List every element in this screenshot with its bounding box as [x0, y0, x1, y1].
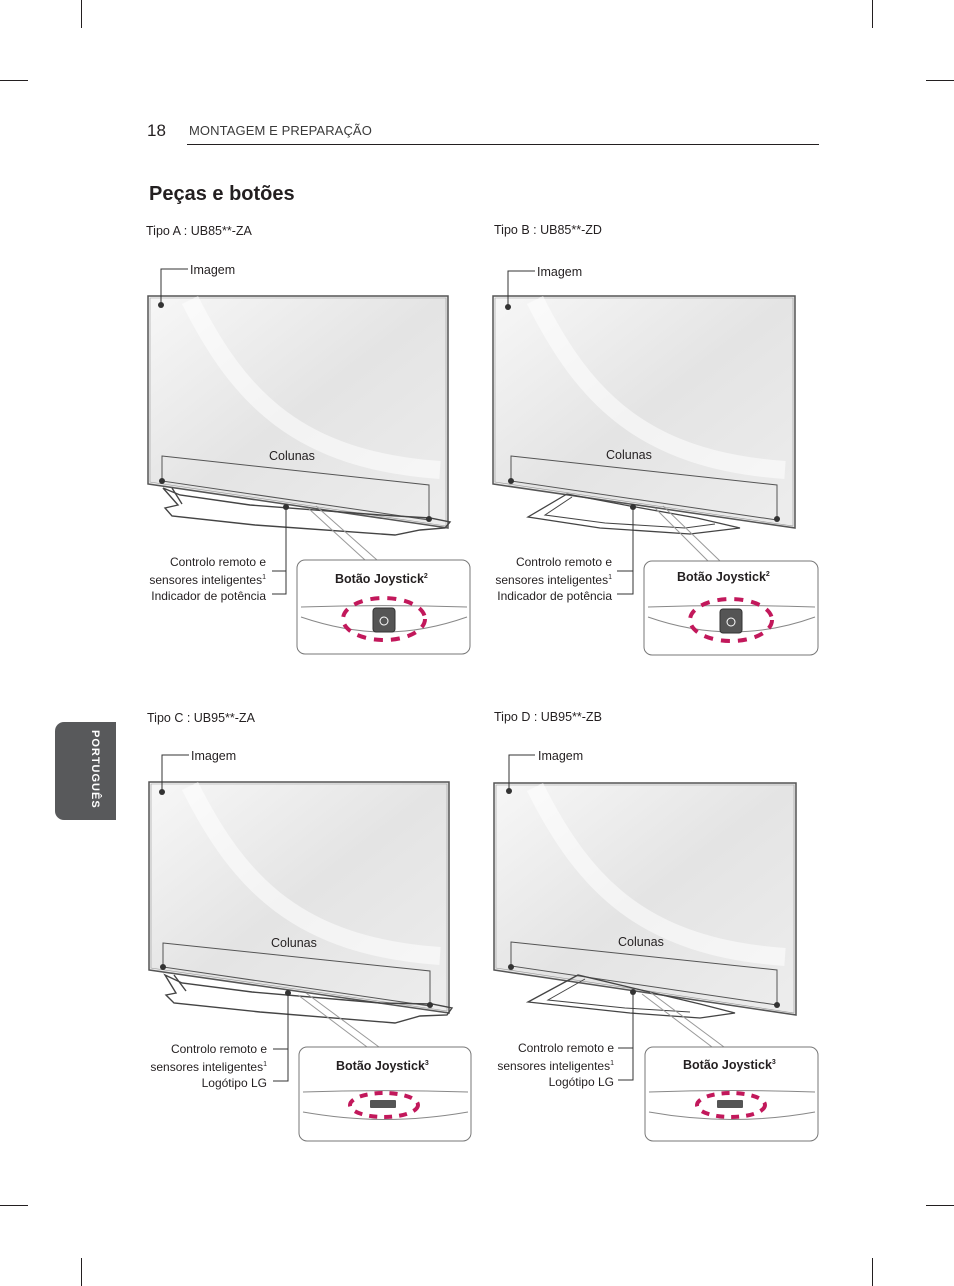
callout-a: Controlo remoto e sensores inteligentes1…	[149, 555, 266, 603]
joystick-label-a: Botão Joystick2	[335, 572, 428, 586]
type-label-c: Tipo C : UB95**-ZA	[147, 711, 255, 725]
speakers-label-c: Colunas	[271, 936, 317, 950]
crop-mark	[926, 80, 954, 81]
joystick-label-d: Botão Joystick3	[683, 1058, 776, 1072]
section-title: MONTAGEM E PREPARAÇÃO	[189, 123, 372, 138]
callout-b: Controlo remoto e sensores inteligentes1…	[495, 555, 612, 603]
tv-type-b	[492, 270, 819, 656]
crop-mark	[0, 1205, 28, 1206]
crop-mark	[0, 80, 28, 81]
screen-label-c: Imagem	[191, 749, 237, 763]
crop-mark	[872, 1258, 873, 1286]
speakers-label-b: Colunas	[606, 448, 652, 462]
screen-label-a: Imagem	[190, 263, 236, 277]
tv-type-a	[147, 268, 471, 655]
crop-mark	[81, 0, 82, 28]
language-tab: PORTUGUÊS	[55, 722, 116, 820]
header-rule	[187, 144, 819, 145]
screen-label-b: Imagem	[537, 265, 583, 279]
crop-mark	[81, 1258, 82, 1286]
joystick-label-b: Botão Joystick2	[677, 570, 770, 584]
type-label-d: Tipo D : UB95**-ZB	[494, 710, 602, 724]
tv-type-d	[493, 754, 819, 1142]
speakers-label-a: Colunas	[269, 449, 315, 463]
type-label-a: Tipo A : UB85**-ZA	[146, 224, 252, 238]
joystick-label-c: Botão Joystick3	[336, 1059, 429, 1073]
tv-type-c	[148, 754, 472, 1142]
crop-mark	[872, 0, 873, 28]
page-number: 18	[147, 121, 166, 140]
callout-d: Controlo remoto e sensores inteligentes1…	[497, 1041, 614, 1089]
screen-label-d: Imagem	[538, 749, 584, 763]
crop-mark	[926, 1205, 954, 1206]
speakers-label-d: Colunas	[618, 935, 664, 949]
callout-c: Controlo remoto e sensores inteligentes1…	[150, 1042, 267, 1090]
page-title: Peças e botões	[149, 183, 295, 205]
type-label-b: Tipo B : UB85**-ZD	[494, 223, 602, 237]
